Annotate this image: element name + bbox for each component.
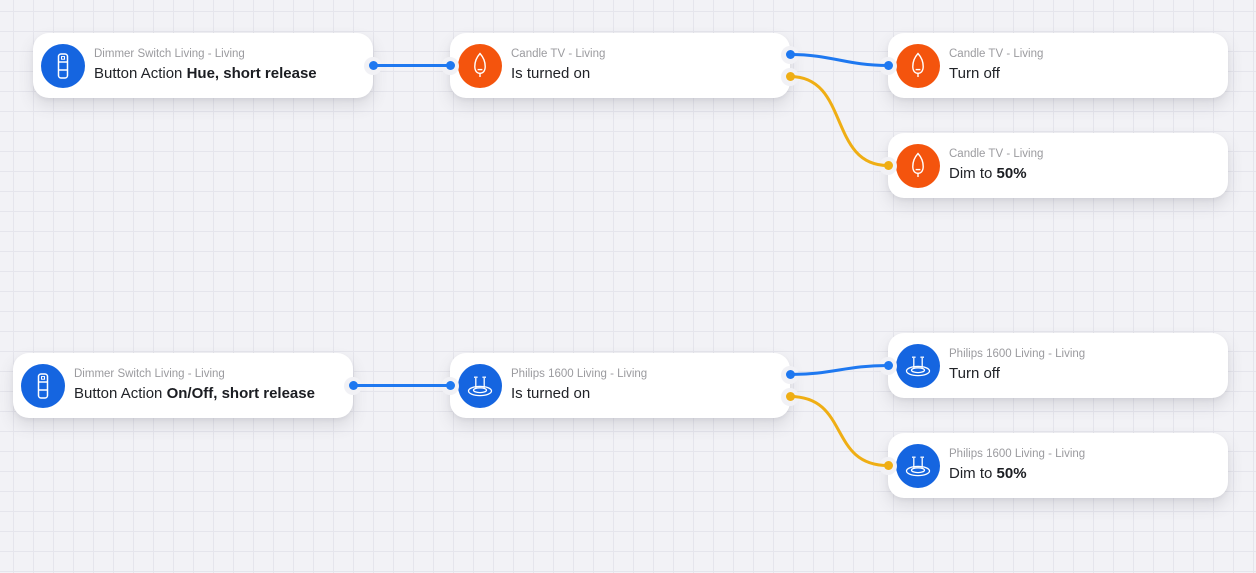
output-port-false[interactable] bbox=[785, 72, 795, 81]
card-subtitle: Candle TV - Living bbox=[949, 148, 1044, 160]
flow-card-trigger-onoff[interactable]: Dimmer Switch Living - Living Button Act… bbox=[13, 353, 362, 418]
output-port[interactable] bbox=[348, 381, 358, 390]
ceiling-light-icon bbox=[896, 343, 940, 388]
flow-card-condition-philips[interactable]: Philips 1600 Living - Living Is turned o… bbox=[441, 353, 799, 418]
wire-candle-true-to-turn-off[interactable] bbox=[788, 53, 890, 67]
input-port[interactable] bbox=[883, 361, 893, 370]
card-subtitle: Philips 1600 Living - Living bbox=[949, 448, 1086, 460]
card-title: Button Action Hue, short release bbox=[94, 64, 317, 82]
input-port[interactable] bbox=[883, 161, 893, 170]
flow-card-philips-turn-off[interactable]: Philips 1600 Living - Living Turn off bbox=[879, 333, 1228, 398]
input-port[interactable] bbox=[445, 61, 455, 70]
ceiling-light-icon bbox=[896, 443, 940, 488]
output-port-true[interactable] bbox=[785, 50, 795, 59]
card-title: Dim to 50% bbox=[949, 164, 1027, 182]
flow-card-candle-dim[interactable]: Candle TV - Living Dim to 50% bbox=[879, 133, 1228, 198]
card-subtitle: Candle TV - Living bbox=[511, 48, 606, 60]
card-title: Is turned on bbox=[511, 384, 591, 402]
card-subtitle: Dimmer Switch Living - Living bbox=[74, 368, 225, 380]
card-title: Turn off bbox=[949, 364, 1000, 382]
output-port-false[interactable] bbox=[785, 392, 795, 401]
card-title: Dim to 50% bbox=[949, 464, 1027, 482]
candle-bulb-icon bbox=[896, 143, 940, 188]
output-port-true[interactable] bbox=[785, 370, 795, 379]
ceiling-light-icon bbox=[458, 363, 502, 408]
wire-philips-true-to-turn-off[interactable] bbox=[788, 364, 890, 376]
candle-bulb-icon bbox=[458, 43, 502, 88]
wire-candle-false-to-dim[interactable] bbox=[788, 75, 890, 167]
card-subtitle: Philips 1600 Living - Living bbox=[511, 368, 648, 380]
dimmer-switch-icon bbox=[41, 43, 85, 88]
flow-card-trigger-hue[interactable]: Dimmer Switch Living - Living Button Act… bbox=[33, 33, 382, 98]
flow-card-condition-candle[interactable]: Candle TV - Living Is turned on bbox=[441, 33, 799, 98]
card-title: Is turned on bbox=[511, 64, 591, 82]
candle-bulb-icon bbox=[896, 43, 940, 88]
wire-philips-false-to-dim[interactable] bbox=[788, 395, 890, 467]
flow-card-philips-dim[interactable]: Philips 1600 Living - Living Dim to 50% bbox=[879, 433, 1228, 498]
card-title: Button Action On/Off, short release bbox=[74, 384, 315, 402]
dimmer-switch-icon bbox=[21, 363, 65, 408]
card-subtitle: Philips 1600 Living - Living bbox=[949, 348, 1086, 360]
card-subtitle: Dimmer Switch Living - Living bbox=[94, 48, 245, 60]
flow-card-candle-turn-off[interactable]: Candle TV - Living Turn off bbox=[879, 33, 1228, 98]
output-port[interactable] bbox=[368, 61, 378, 70]
card-subtitle: Candle TV - Living bbox=[949, 48, 1044, 60]
input-port[interactable] bbox=[445, 381, 455, 390]
input-port[interactable] bbox=[883, 461, 893, 470]
input-port[interactable] bbox=[883, 61, 893, 70]
card-title: Turn off bbox=[949, 64, 1000, 82]
